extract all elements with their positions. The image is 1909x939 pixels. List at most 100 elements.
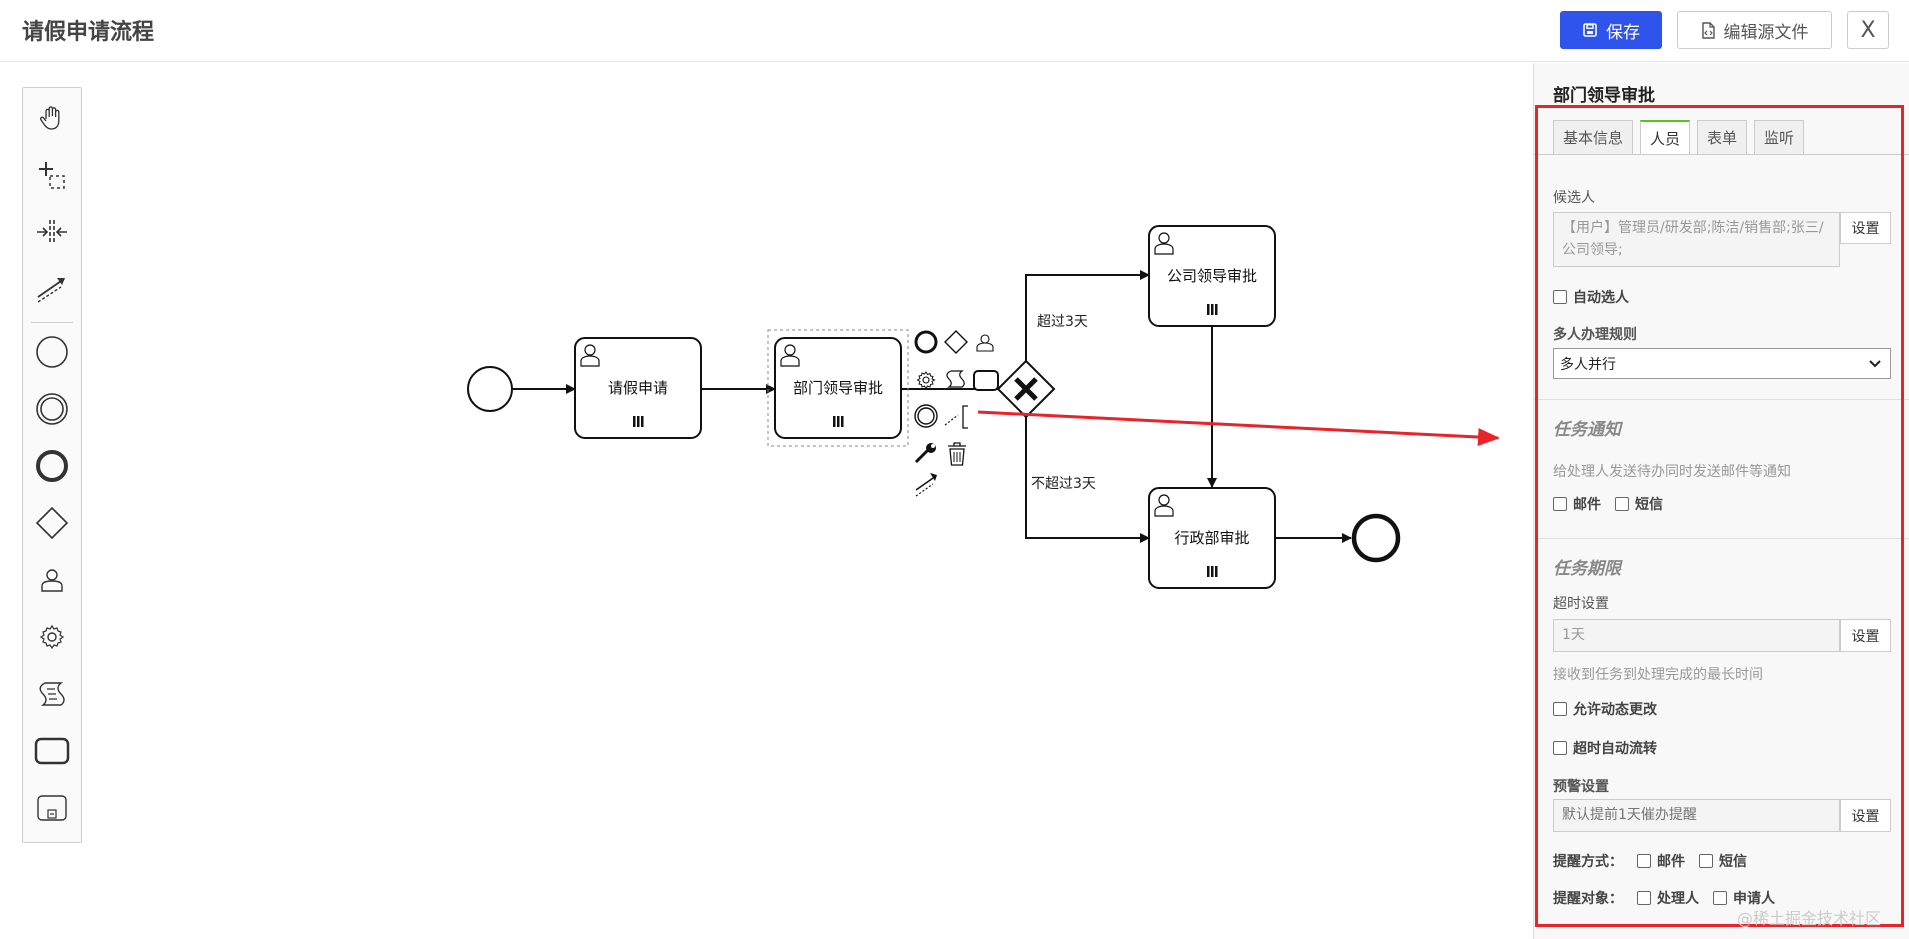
annotation-arrow [977, 410, 1500, 446]
append-task-icon[interactable] [973, 370, 999, 391]
text-annotation-icon[interactable] [944, 405, 968, 429]
checkbox-box[interactable] [1699, 854, 1713, 868]
checkbox-box[interactable] [1713, 891, 1727, 905]
service-task-tool[interactable] [29, 614, 75, 660]
user-icon [780, 344, 800, 367]
close-icon: X [1860, 17, 1876, 43]
notify-email-checkbox[interactable]: 邮件 [1553, 494, 1601, 514]
flow-gateway-to-company[interactable] [1025, 270, 1150, 362]
task-admin-approval[interactable]: 行政部审批 [1148, 487, 1276, 589]
tab-basic-info[interactable]: 基本信息 [1553, 120, 1634, 154]
panel-tabs: 基本信息 人员 表单 监听 [1553, 120, 1805, 155]
checkbox-box[interactable] [1553, 497, 1567, 511]
timeout-auto-checkbox[interactable]: 超时自动流转 [1553, 738, 1657, 758]
candidates-field[interactable]: 【用户】管理员/研发部;陈洁/销售部;张三/公司领导; [1553, 212, 1840, 267]
user-task-icon [41, 569, 63, 592]
applicant-label: 申请人 [1733, 891, 1775, 907]
space-tool[interactable] [29, 209, 75, 255]
script-task-tool[interactable] [29, 671, 75, 717]
checkbox-box[interactable] [1615, 497, 1629, 511]
header: 请假申请流程 保存 编辑源文件 X [0, 0, 1909, 62]
warning-set-button[interactable]: 设置 [1840, 799, 1891, 832]
trash-icon[interactable] [948, 442, 966, 466]
remind-handler-checkbox[interactable]: 处理人 [1637, 888, 1699, 908]
sms-label: 短信 [1635, 497, 1663, 513]
warning-field[interactable] [1553, 799, 1840, 832]
palette-separator [31, 322, 73, 323]
timeout-set-button[interactable]: 设置 [1840, 619, 1891, 652]
append-gateway-icon[interactable] [944, 330, 968, 354]
panel-title: 部门领导审批 [1553, 86, 1655, 106]
multi-rule-label: 多人办理规则 [1553, 327, 1637, 343]
email-label: 邮件 [1573, 497, 1601, 513]
space-tool-icon [37, 220, 67, 244]
checkbox-box[interactable] [1637, 891, 1651, 905]
sms-label: 短信 [1719, 854, 1747, 870]
checkbox-box[interactable] [1553, 290, 1567, 304]
start-event[interactable] [467, 366, 513, 412]
append-service-task-icon[interactable] [916, 371, 936, 390]
multi-instance-icon [633, 416, 644, 427]
checkbox-box[interactable] [1553, 741, 1567, 755]
handler-label: 处理人 [1657, 891, 1699, 907]
timeout-label: 超时设置 [1553, 596, 1609, 612]
selection-outline [767, 329, 909, 447]
lasso-tool[interactable] [29, 152, 75, 198]
task-company-approval[interactable]: 公司领导审批 [1148, 225, 1276, 327]
checkbox-box[interactable] [1553, 702, 1567, 716]
task-tool[interactable] [29, 728, 75, 774]
append-script-task-icon[interactable] [946, 370, 965, 388]
allow-dynamic-checkbox[interactable]: 允许动态更改 [1553, 699, 1657, 719]
connect-icon[interactable] [915, 473, 937, 497]
service-task-icon [39, 624, 65, 650]
remind-email-checkbox[interactable]: 邮件 [1637, 851, 1685, 871]
watermark: @稀土掘金技术社区 [1737, 909, 1882, 928]
notify-sms-checkbox[interactable]: 短信 [1615, 494, 1663, 514]
candidates-set-button[interactable]: 设置 [1840, 212, 1891, 244]
timeout-field[interactable]: 1天 [1553, 619, 1840, 652]
flow-gateway-to-admin[interactable] [1025, 416, 1150, 543]
end-event-tool[interactable] [29, 443, 75, 489]
tab-personnel[interactable]: 人员 [1640, 120, 1691, 155]
allow-dynamic-label: 允许动态更改 [1573, 702, 1657, 718]
hand-tool[interactable] [29, 95, 75, 141]
intermediate-event-tool[interactable] [29, 386, 75, 432]
edit-source-button[interactable]: 编辑源文件 [1677, 11, 1832, 49]
start-event-tool[interactable] [29, 329, 75, 375]
tab-divider [1534, 154, 1909, 155]
append-end-event-icon[interactable] [914, 330, 938, 354]
wrench-icon[interactable] [914, 443, 936, 464]
save-button[interactable]: 保存 [1560, 11, 1662, 49]
start-event-icon [36, 336, 68, 368]
auto-select-checkbox[interactable]: 自动选人 [1553, 287, 1629, 307]
exclusive-gateway[interactable] [996, 359, 1056, 419]
global-connect-tool[interactable] [29, 266, 75, 312]
close-button[interactable]: X [1847, 11, 1889, 49]
bpmn-canvas[interactable]: 超过3天 不超过3天 请假申请 部门领导审批 [90, 63, 1530, 939]
task-notify-heading: 任务通知 [1553, 420, 1621, 440]
end-event[interactable] [1351, 513, 1401, 563]
lasso-tool-icon [39, 162, 65, 189]
subprocess-tool[interactable] [29, 785, 75, 831]
user-task-tool[interactable] [29, 557, 75, 603]
multi-rule-value: 多人并行 [1560, 356, 1616, 373]
timeout-auto-label: 超时自动流转 [1573, 741, 1657, 757]
gateway-tool[interactable] [29, 500, 75, 546]
append-intermediate-event-icon[interactable] [914, 404, 938, 428]
multi-rule-select[interactable]: 多人并行 [1553, 348, 1891, 379]
user-icon [1154, 232, 1174, 255]
multi-instance-icon [1207, 304, 1218, 315]
file-code-icon [1701, 21, 1715, 39]
append-user-task-icon[interactable] [976, 334, 994, 352]
tab-listener[interactable]: 监听 [1754, 120, 1805, 154]
section-divider [1534, 399, 1909, 400]
subprocess-icon [37, 795, 67, 821]
task-leave-request[interactable]: 请假申请 [574, 337, 702, 439]
remind-sms-checkbox[interactable]: 短信 [1699, 851, 1747, 871]
task-dept-approval[interactable]: 部门领导审批 [774, 337, 902, 439]
tab-form[interactable]: 表单 [1697, 120, 1748, 154]
page-title: 请假申请流程 [22, 20, 155, 45]
task-label: 请假申请 [608, 379, 668, 397]
remind-applicant-checkbox[interactable]: 申请人 [1713, 888, 1775, 908]
checkbox-box[interactable] [1637, 854, 1651, 868]
